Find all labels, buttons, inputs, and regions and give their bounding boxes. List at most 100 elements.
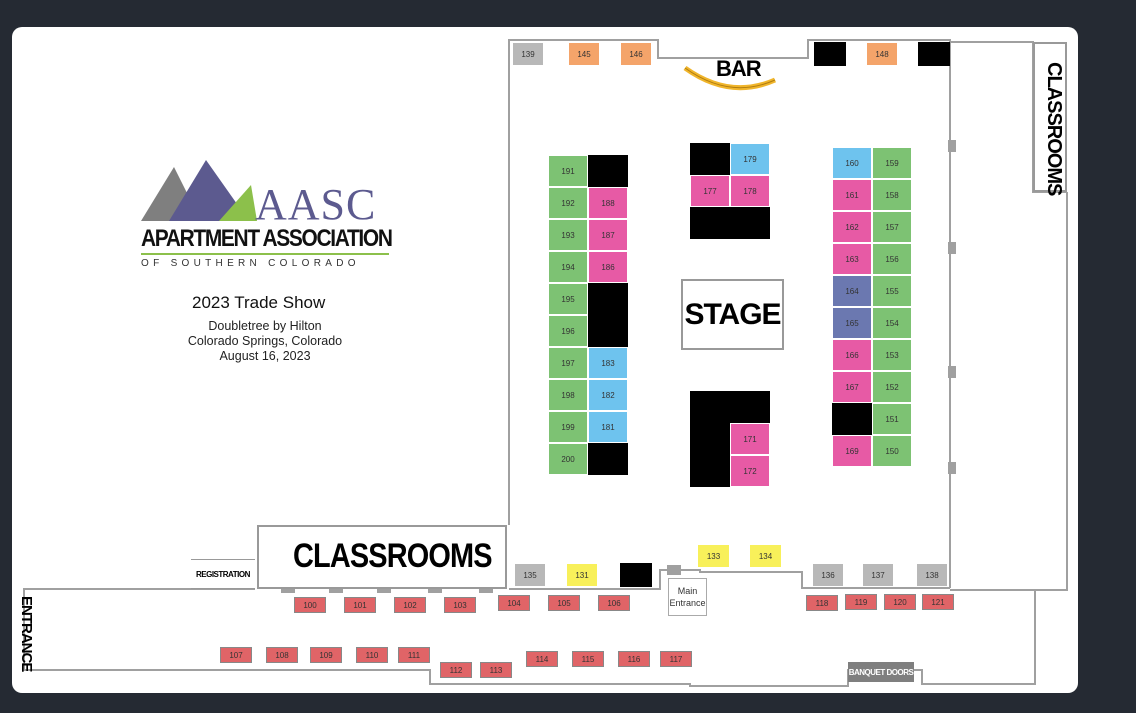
booth-162[interactable]: 162 bbox=[832, 211, 872, 243]
booth-195[interactable]: 195 bbox=[548, 283, 588, 315]
booth-108[interactable]: 108 bbox=[266, 647, 298, 663]
booth-165[interactable]: 165 bbox=[832, 307, 872, 339]
bar-label: BAR bbox=[716, 56, 762, 81]
booth-101[interactable]: 101 bbox=[344, 597, 376, 613]
booth-158[interactable]: 158 bbox=[872, 179, 912, 211]
booth-152[interactable]: 152 bbox=[872, 371, 912, 403]
wall-pillar bbox=[281, 585, 295, 593]
hall-bottom-wall bbox=[509, 569, 950, 590]
booth-133[interactable]: 133 bbox=[697, 544, 730, 568]
wall-pillar bbox=[479, 585, 493, 593]
logo-org-name: APARTMENT ASSOCIATION bbox=[141, 225, 393, 252]
corridor-wall bbox=[23, 588, 1036, 687]
booth-200[interactable]: 200 bbox=[548, 443, 588, 475]
booth-103[interactable]: 103 bbox=[444, 597, 476, 613]
booth-139[interactable]: 139 bbox=[512, 42, 544, 66]
booth-153[interactable]: 153 bbox=[872, 339, 912, 371]
booth-151[interactable]: 151 bbox=[872, 403, 912, 435]
booth-reserved[interactable] bbox=[588, 283, 628, 315]
booth-131[interactable]: 131 bbox=[566, 563, 598, 587]
booth-134[interactable]: 134 bbox=[749, 544, 782, 568]
booth-150[interactable]: 150 bbox=[872, 435, 912, 467]
booth-116[interactable]: 116 bbox=[618, 651, 650, 667]
wall-pillar bbox=[667, 565, 681, 575]
booth-119[interactable]: 119 bbox=[845, 594, 877, 610]
booth-118[interactable]: 118 bbox=[806, 595, 838, 611]
classrooms-main: CLASSROOMS bbox=[257, 525, 507, 589]
booth-reserved[interactable] bbox=[814, 42, 846, 66]
main-entrance-line2: Entrance bbox=[669, 598, 706, 608]
booth-109[interactable]: 109 bbox=[310, 647, 342, 663]
logo-divider bbox=[141, 253, 389, 255]
booth-110[interactable]: 110 bbox=[356, 647, 388, 663]
booth-169[interactable]: 169 bbox=[832, 435, 872, 467]
booth-182[interactable]: 182 bbox=[588, 379, 628, 411]
booth-reserved[interactable] bbox=[690, 143, 730, 175]
booth-137[interactable]: 137 bbox=[862, 563, 894, 587]
booth-146[interactable]: 146 bbox=[620, 42, 652, 66]
booth-188[interactable]: 188 bbox=[588, 187, 628, 219]
booth-117[interactable]: 117 bbox=[660, 651, 692, 667]
booth-181[interactable]: 181 bbox=[588, 411, 628, 443]
booth-105[interactable]: 105 bbox=[548, 595, 580, 611]
booth-reserved[interactable] bbox=[690, 207, 770, 239]
booth-113[interactable]: 113 bbox=[480, 662, 512, 678]
booth-reserved[interactable] bbox=[918, 42, 950, 66]
booth-198[interactable]: 198 bbox=[548, 379, 588, 411]
booth-114[interactable]: 114 bbox=[526, 651, 558, 667]
booth-reserved[interactable] bbox=[588, 443, 628, 475]
booth-160[interactable]: 160 bbox=[832, 147, 872, 179]
booth-193[interactable]: 193 bbox=[548, 219, 588, 251]
booth-156[interactable]: 156 bbox=[872, 243, 912, 275]
booth-154[interactable]: 154 bbox=[872, 307, 912, 339]
booth-155[interactable]: 155 bbox=[872, 275, 912, 307]
booth-106[interactable]: 106 bbox=[598, 595, 630, 611]
booth-187[interactable]: 187 bbox=[588, 219, 628, 251]
booth-183[interactable]: 183 bbox=[588, 347, 628, 379]
booth-104[interactable]: 104 bbox=[498, 595, 530, 611]
booth-115[interactable]: 115 bbox=[572, 651, 604, 667]
booth-178[interactable]: 178 bbox=[730, 175, 770, 207]
booth-179[interactable]: 179 bbox=[730, 143, 770, 175]
booth-164[interactable]: 164 bbox=[832, 275, 872, 307]
booth-reserved[interactable] bbox=[620, 563, 652, 587]
booth-148[interactable]: 148 bbox=[866, 42, 898, 66]
booth-159[interactable]: 159 bbox=[872, 147, 912, 179]
booth-163[interactable]: 163 bbox=[832, 243, 872, 275]
booth-145[interactable]: 145 bbox=[568, 42, 600, 66]
banquet-doors: BANQUET DOORS bbox=[848, 662, 914, 682]
booth-138[interactable]: 138 bbox=[916, 563, 948, 587]
booth-166[interactable]: 166 bbox=[832, 339, 872, 371]
booth-107[interactable]: 107 bbox=[220, 647, 252, 663]
booth-reserved[interactable] bbox=[588, 315, 628, 347]
booth-196[interactable]: 196 bbox=[548, 315, 588, 347]
booth-135[interactable]: 135 bbox=[514, 563, 546, 587]
booth-199[interactable]: 199 bbox=[548, 411, 588, 443]
event-title: 2023 Trade Show bbox=[192, 293, 326, 312]
classrooms-side-label: CLASSROOMS bbox=[1043, 62, 1065, 196]
booth-102[interactable]: 102 bbox=[394, 597, 426, 613]
booth-172[interactable]: 172 bbox=[730, 455, 770, 487]
booth-167[interactable]: 167 bbox=[832, 371, 872, 403]
booth-194[interactable]: 194 bbox=[548, 251, 588, 283]
booth-191[interactable]: 191 bbox=[548, 155, 588, 187]
booth-192[interactable]: 192 bbox=[548, 187, 588, 219]
booth-157[interactable]: 157 bbox=[872, 211, 912, 243]
booth-reserved[interactable] bbox=[832, 403, 872, 435]
classrooms-side: CLASSROOMS bbox=[1033, 42, 1067, 196]
booth-111[interactable]: 111 bbox=[398, 647, 430, 663]
booth-197[interactable]: 197 bbox=[548, 347, 588, 379]
booth-171[interactable]: 171 bbox=[730, 423, 770, 455]
booth-161[interactable]: 161 bbox=[832, 179, 872, 211]
booth-121[interactable]: 121 bbox=[922, 594, 954, 610]
booth-112[interactable]: 112 bbox=[440, 662, 472, 678]
wall-pillar bbox=[948, 366, 956, 378]
booth-186[interactable]: 186 bbox=[588, 251, 628, 283]
wall-pillar bbox=[948, 462, 956, 474]
booth-reserved[interactable] bbox=[588, 155, 628, 187]
booth-100[interactable]: 100 bbox=[294, 597, 326, 613]
booth-120[interactable]: 120 bbox=[884, 594, 916, 610]
booth-136[interactable]: 136 bbox=[812, 563, 844, 587]
booth-177[interactable]: 177 bbox=[690, 175, 730, 207]
